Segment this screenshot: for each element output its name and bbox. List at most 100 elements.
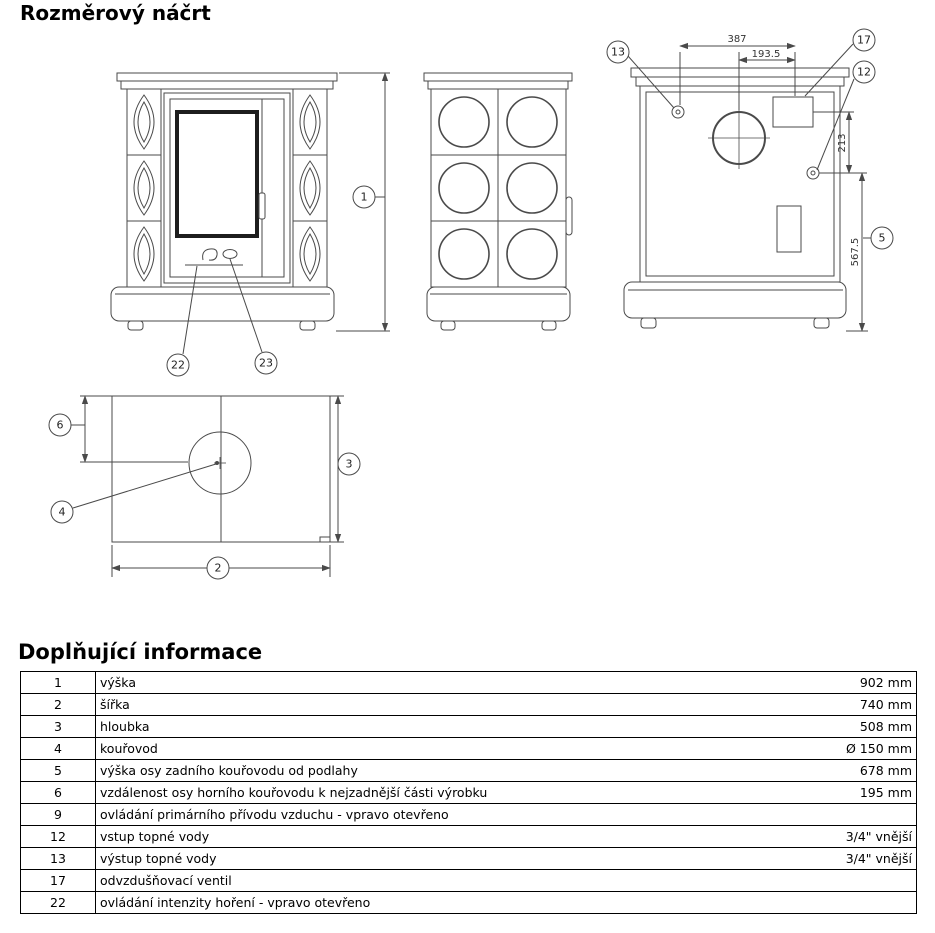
door-emblem	[185, 248, 243, 266]
callout-13-label: 13	[611, 46, 625, 59]
table-row: 12 vstup topné vody 3/4" vnější	[20, 825, 917, 848]
row-label: výška osy zadního kouřovodu od podlahy	[100, 763, 358, 778]
callout-1-circle	[352, 185, 376, 209]
callout-17-label: 17	[857, 34, 871, 47]
callout-22-label: 22	[171, 359, 185, 372]
callout-13-circle	[606, 40, 630, 64]
rear-view: 387 193.5 213 567.5 13 17 12 5	[606, 28, 894, 332]
rear-lower-box	[776, 205, 802, 253]
top-bottom-dimension	[111, 545, 331, 580]
front-callouts	[166, 258, 278, 377]
row-number: 22	[20, 891, 96, 914]
door-handle	[258, 192, 266, 220]
table-row: 4 kouřovod Ø 150 mm	[20, 737, 917, 760]
row-number: 12	[20, 825, 96, 848]
front-left-tiles	[127, 89, 162, 287]
rear-plinth	[623, 281, 847, 329]
row-content: výška osy zadního kouřovodu od podlahy 67…	[95, 759, 917, 782]
table-row: 13 výstup topné vody 3/4" vnější	[20, 847, 917, 870]
dim-213: 213	[837, 133, 848, 152]
side-top-cap	[423, 72, 573, 90]
flue-outlet-circle	[708, 107, 770, 169]
row-value: 3/4" vnější	[845, 851, 912, 866]
row-label: hloubka	[100, 719, 150, 734]
row-number: 9	[20, 803, 96, 826]
callout-4-label: 4	[59, 506, 66, 519]
row-number: 4	[20, 737, 96, 760]
vent-box	[772, 96, 814, 128]
top-lever-notch	[319, 536, 331, 543]
callout-1-label: 1	[361, 191, 368, 204]
row-content: odvzdušňovací ventil	[95, 869, 917, 892]
top-flue-callout	[50, 461, 219, 524]
rear-body	[639, 85, 841, 283]
side-handle	[565, 196, 573, 236]
top-right-dimension	[330, 395, 361, 543]
callout-6-circle	[48, 413, 72, 437]
callout-6-label: 6	[57, 419, 64, 432]
row-content: výstup topné vody 3/4" vnější	[95, 847, 917, 870]
front-height-dimension	[336, 72, 390, 332]
callout-17-circle	[852, 28, 876, 52]
callout-5-label: 5	[879, 232, 886, 245]
row-label: výstup topné vody	[100, 851, 217, 866]
air-vent-valve	[671, 105, 685, 119]
door-glass	[175, 110, 259, 238]
callout-3-label: 3	[346, 458, 353, 471]
front-right-tiles	[292, 89, 327, 287]
row-number: 13	[20, 847, 96, 870]
side-tile-grid	[431, 89, 566, 287]
front-plinth	[110, 286, 335, 331]
row-label: kouřovod	[100, 741, 158, 756]
row-value: 678 mm	[859, 763, 912, 778]
row-label: výška	[100, 675, 136, 690]
row-value: Ø 150 mm	[846, 741, 912, 756]
side-view	[423, 72, 573, 331]
callout-23-circle	[254, 351, 278, 375]
front-top-cap	[116, 72, 338, 90]
row-content: výška 902 mm	[95, 671, 917, 694]
table-row: 17 odvzdušňovací ventil	[20, 869, 917, 892]
row-number: 2	[20, 693, 96, 716]
callout-3-circle	[337, 452, 361, 476]
table-row: 1 výška 902 mm	[20, 671, 917, 694]
row-number: 17	[20, 869, 96, 892]
row-content: hloubka 508 mm	[95, 715, 917, 738]
dimensional-drawing: 1 22 23	[48, 28, 894, 580]
callout-12-circle	[852, 60, 876, 84]
callout-12-label: 12	[857, 66, 871, 79]
row-number: 1	[20, 671, 96, 694]
row-content: vstup topné vody 3/4" vnější	[95, 825, 917, 848]
row-value: 3/4" vnější	[845, 829, 912, 844]
row-content: vzdálenost osy horního kouřovodu k nejza…	[95, 781, 917, 804]
callout-23-label: 23	[259, 357, 273, 370]
row-label: šířka	[100, 697, 130, 712]
section-title: Doplňující informace	[18, 640, 263, 664]
front-view: 1 22 23	[110, 72, 390, 377]
row-label: vstup topné vody	[100, 829, 210, 844]
row-value: 195 mm	[859, 785, 912, 800]
top-flue-circle	[188, 431, 252, 495]
dim-567-5: 567.5	[850, 238, 861, 267]
rear-body-inner	[645, 91, 835, 277]
rear-right-dimensions	[813, 111, 868, 332]
front-door	[163, 92, 291, 284]
callout-5-circle	[870, 226, 894, 250]
callout-2-circle	[206, 556, 230, 580]
row-value: 902 mm	[859, 675, 912, 690]
rear-callouts	[606, 28, 894, 250]
row-content: kouřovod Ø 150 mm	[95, 737, 917, 760]
row-label: vzdálenost osy horního kouřovodu k nejza…	[100, 785, 488, 800]
callout-2-label: 2	[215, 562, 222, 575]
row-label: odvzdušňovací ventil	[100, 873, 232, 888]
row-value: 508 mm	[859, 719, 912, 734]
dim-387: 387	[727, 34, 746, 45]
